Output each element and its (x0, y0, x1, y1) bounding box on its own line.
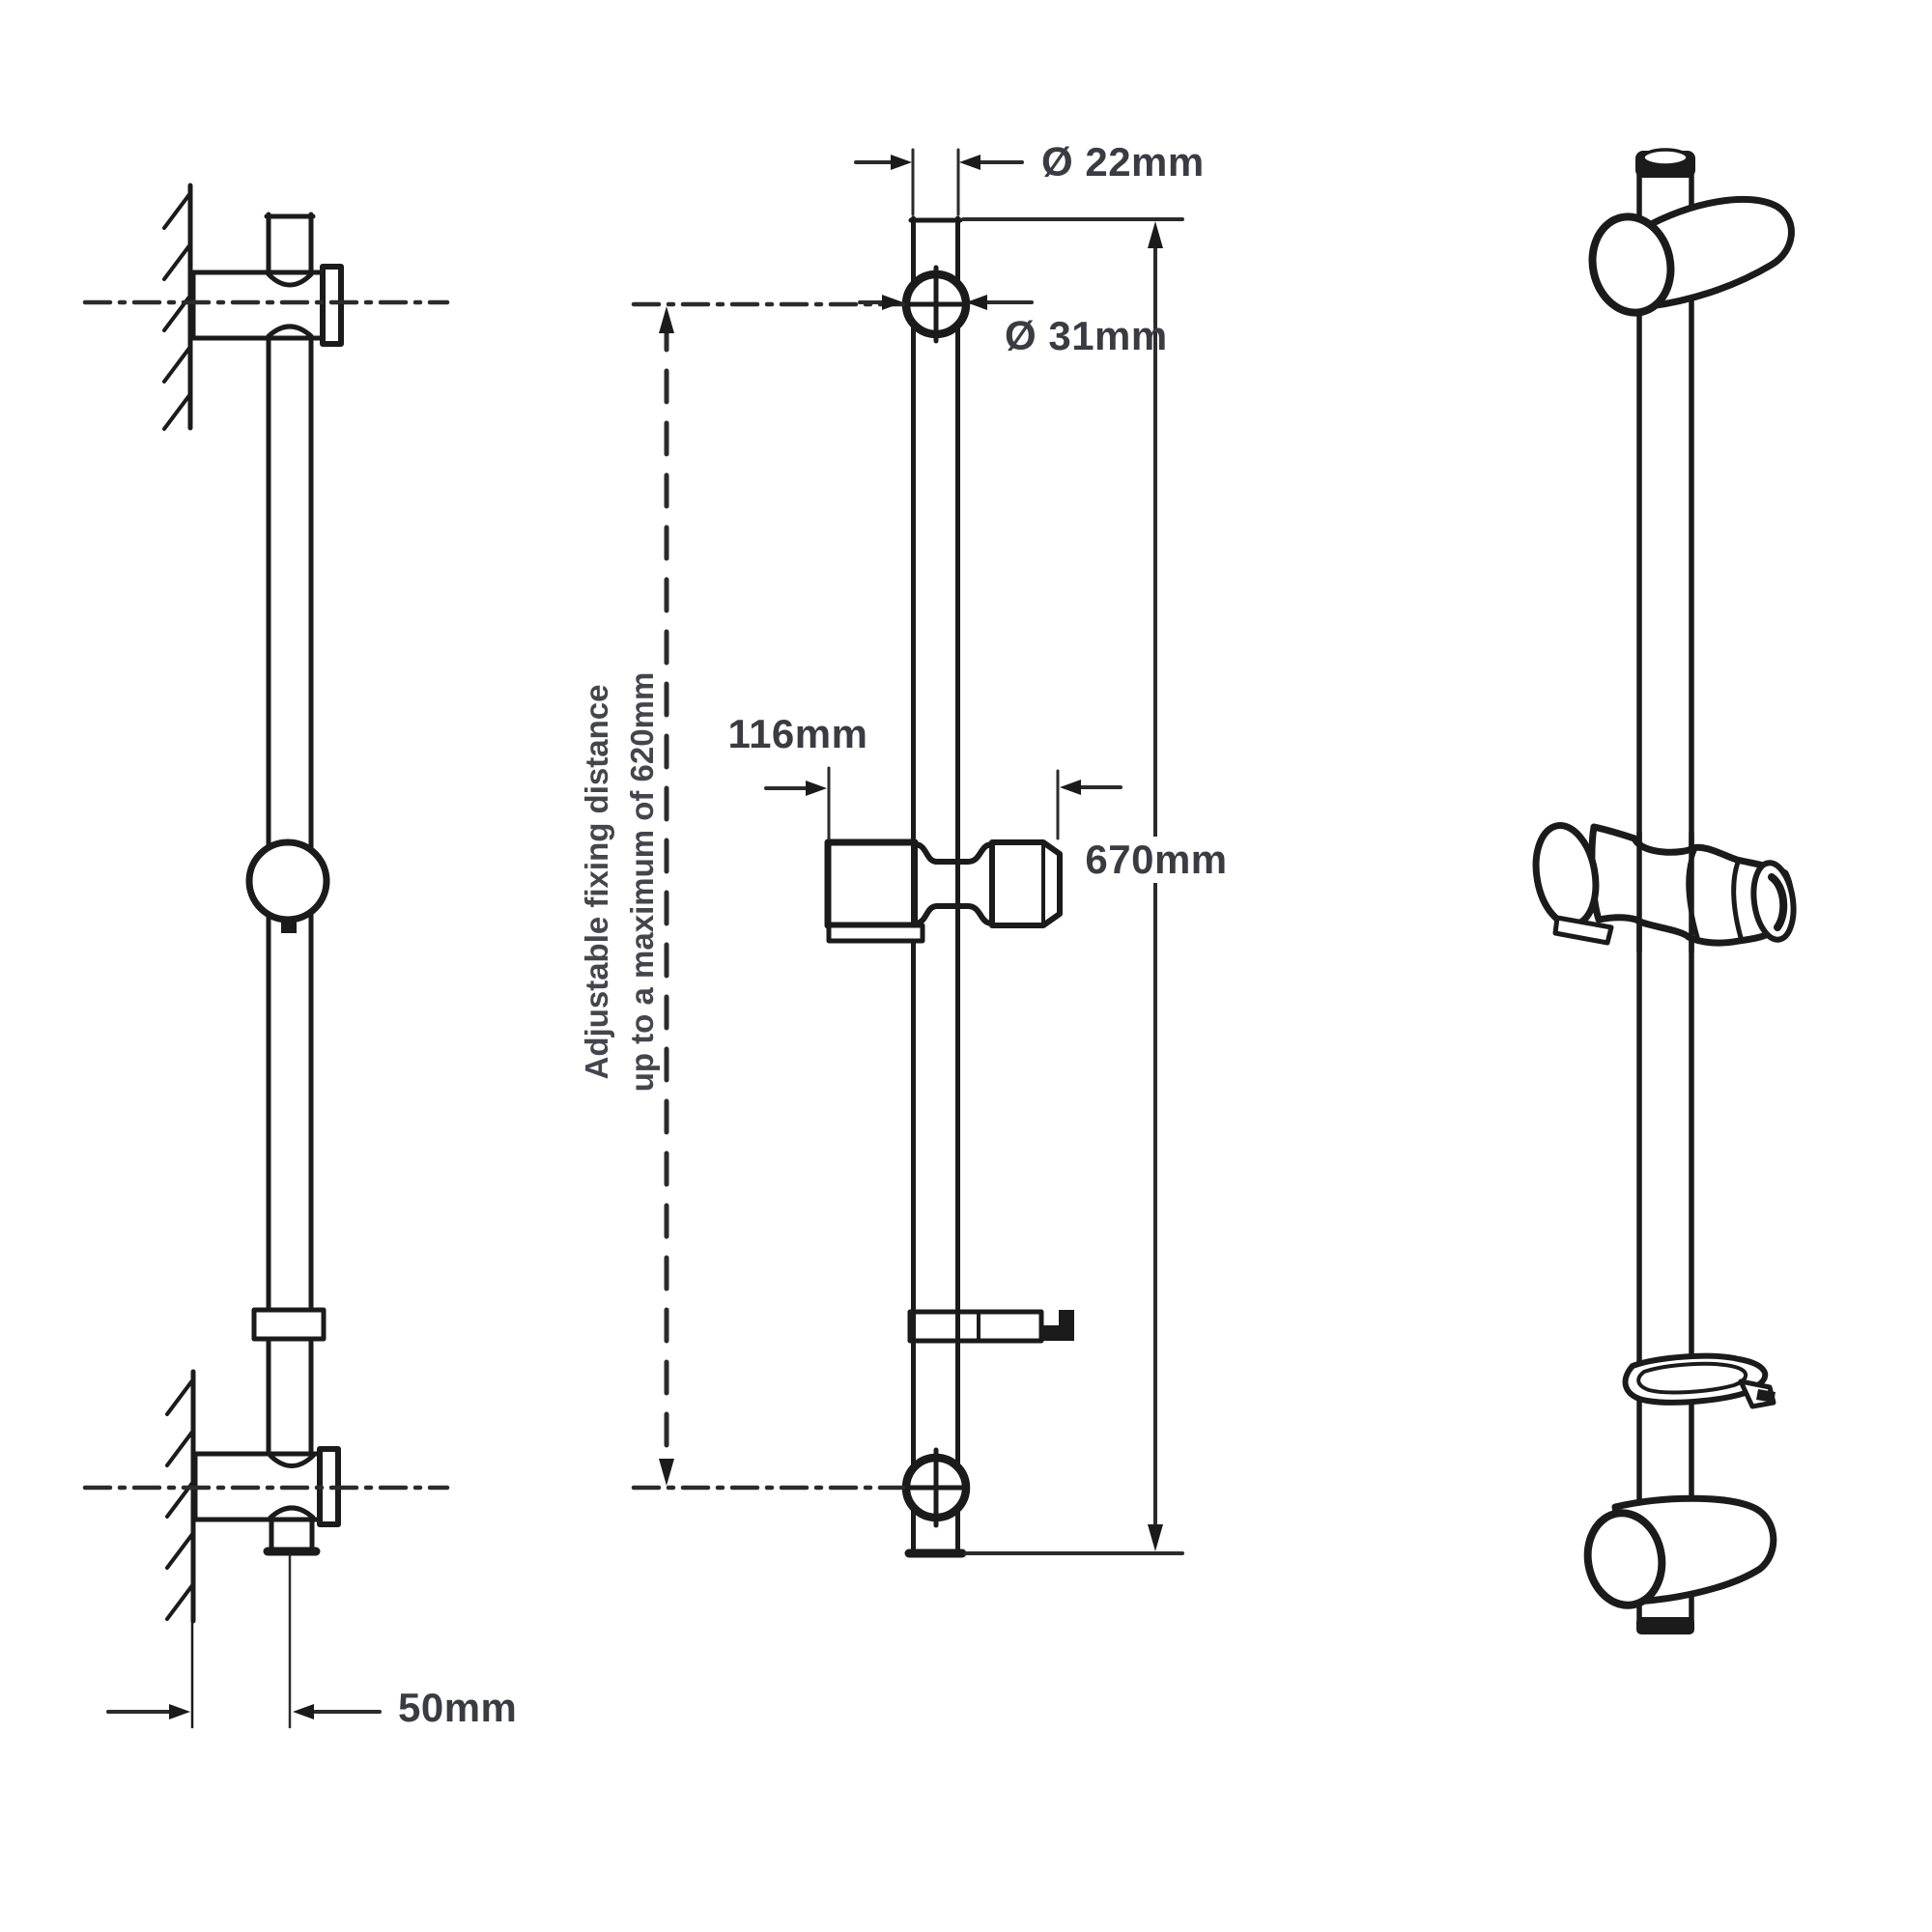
dim-label-rail-diameter: Ø 22mm (1041, 139, 1205, 185)
note-line-1: Adjustable fixing distance (579, 684, 614, 1080)
note-line-2: up to a maximum of 620mm (624, 671, 660, 1093)
dimension-rail-diameter (854, 148, 1024, 216)
dim-label-rail-length: 670mm (1077, 837, 1236, 883)
perspective-view (1532, 148, 1797, 1634)
mounting-bracket-top-side (190, 264, 344, 347)
dimension-fixing-distance (659, 306, 674, 1486)
dimension-holder-width (764, 766, 1122, 840)
rail-top-cap (1635, 148, 1695, 178)
handset-holder-perspective (1532, 822, 1797, 954)
soap-dish-side (251, 1307, 327, 1342)
wall-bracket-top-perspective (1588, 195, 1795, 317)
slider-knob (245, 838, 330, 933)
front-view (631, 148, 1184, 1558)
dim-label-holder-width: 116mm (727, 711, 868, 756)
fixing-point-bottom (901, 1447, 971, 1528)
wall-bracket-bottom-perspective (1583, 1494, 1777, 1609)
rail-bottom-cap (1636, 1617, 1694, 1634)
mounting-bracket-bottom-side (192, 1446, 341, 1556)
wall-section-top (162, 183, 193, 431)
dimension-wall-offset (106, 1553, 382, 1729)
fixing-point-top (901, 265, 971, 344)
soap-dish-perspective (1622, 1352, 1776, 1409)
wall-section-bottom (165, 1369, 196, 1729)
dim-label-wall-offset: 50mm (398, 1685, 518, 1730)
soap-dish-front (907, 1309, 1074, 1344)
dimension-rail-length (961, 217, 1184, 1555)
side-view (82, 183, 450, 1729)
adjustable-distance-note: Adjustable fixing distance up to a maxim… (574, 672, 665, 1093)
handset-holder-front (824, 838, 1063, 944)
dim-label-bracket-diameter: Ø 31mm (1005, 313, 1168, 358)
dimension-bracket-diameter (858, 295, 1034, 310)
